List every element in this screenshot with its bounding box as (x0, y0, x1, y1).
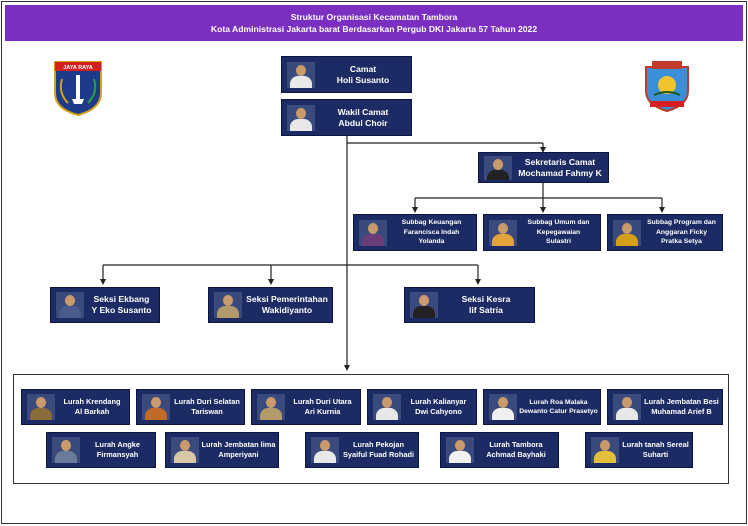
subbag-line3: Pratka Setya (661, 238, 702, 246)
subbag-line2: Anggaran Ficky (656, 228, 707, 236)
wakil-camat-name: Abdul Choir (338, 117, 388, 128)
lurah-name: Achmad Bayhaki (486, 450, 546, 459)
seksi-kesra-photo (410, 292, 438, 318)
lurah-name: Al Barkah (74, 407, 110, 416)
lurah-title: Lurah Roa Malaka (529, 398, 588, 406)
lurah-name: Tariswan (191, 407, 223, 416)
lurah-roa-malaka-box: Lurah Roa Malaka Dewanto Catur Prasetyo (483, 389, 601, 425)
lurah-name: Muhamad Arief B (651, 407, 712, 416)
jakarta-emblem-logo: JAYA RAYA (52, 59, 104, 117)
wakil-camat-photo (287, 104, 315, 131)
header-subtitle: Kota Administrasi Jakarta barat Berdasar… (210, 24, 538, 34)
lurah-photo (142, 394, 170, 420)
lurah-name: Syaiful Fuad Rohadi (342, 450, 415, 459)
lurah-name: Dwi Cahyono (415, 407, 462, 416)
wakil-camat-title: Wakil Camat (337, 106, 389, 117)
lurah-photo (446, 437, 474, 463)
lurah-title: Lurah Jembatan Besi (644, 397, 719, 406)
sekretaris-camat-photo (484, 155, 512, 180)
lurah-title: Lurah Duri Selatan (174, 397, 240, 406)
lurah-photo (373, 394, 401, 420)
subbag-line2: Kepegawaian (536, 228, 581, 236)
subbag-umum-photo (489, 219, 517, 246)
lurah-tanah-sereal-box: Lurah tanah Sereal Suharti (585, 432, 693, 468)
lurah-title: Lurah Duri Utara (293, 397, 352, 406)
subbag-line1: Subbag Umum dan (527, 219, 590, 227)
subbag-line1: Subbag Keuangan (401, 219, 462, 227)
kelurahan-group (13, 374, 729, 484)
subbag-program-box: Subbag Program dan Anggaran Ficky Pratka… (607, 214, 723, 251)
lurah-title: Lurah Tambora (489, 440, 543, 449)
lurah-jembatan-lima-box: Lurah Jembatan lima Amperiyani (165, 432, 279, 468)
lurah-kalianyar-box: Lurah Kalianyar Dwi Cahyono (367, 389, 477, 425)
camat-name: Holi Susanto (336, 74, 390, 85)
seksi-pemerintahan-photo (214, 292, 242, 318)
seksi-ekbang-box: Seksi Ekbang Y Eko Susanto (50, 287, 160, 323)
lurah-name: Firmansyah (96, 450, 139, 459)
camat-photo (287, 61, 315, 88)
lurah-photo (257, 394, 285, 420)
lurah-pekojan-box: Lurah Pekojan Syaiful Fuad Rohadi (305, 432, 419, 468)
lurah-title: Lurah Krendang (63, 397, 121, 406)
jakarta-barat-emblem-logo (642, 59, 692, 113)
lurah-name: Amperiyani (218, 450, 259, 459)
seksi-title: Seksi Ekbang (93, 294, 150, 304)
subbag-umum-box: Subbag Umum dan Kepegawaian Sulastri (483, 214, 601, 251)
lurah-tambora-box: Lurah Tambora Achmad Bayhaki (440, 432, 559, 468)
lurah-duri-utara-box: Lurah Duri Utara Ari Kurnia (251, 389, 361, 425)
lurah-title: Lurah Kalianyar (410, 397, 467, 406)
subbag-line2: Farancisca Indah (403, 228, 460, 236)
lurah-title: Lurah Pekojan (353, 440, 404, 449)
seksi-pemerintahan-box: Seksi Pemerintahan Wakidiyanto (208, 287, 333, 323)
lurah-photo (27, 394, 55, 420)
lurah-krendang-box: Lurah Krendang Al Barkah (21, 389, 130, 425)
sekretaris-camat-name: Mochamad Fahmy K (518, 167, 602, 178)
lurah-name: Suharti (642, 450, 669, 459)
seksi-name: Wakidiyanto (261, 305, 313, 315)
seksi-name: Iif Satria (469, 305, 503, 315)
lurah-photo (613, 394, 641, 420)
camat-box: Camat Holi Susanto (281, 56, 412, 93)
subbag-line1: Subbag Program dan (647, 219, 716, 227)
lurah-title: Lurah Jembatan lima (201, 440, 276, 449)
subbag-program-photo (613, 219, 641, 246)
lurah-photo (311, 437, 339, 463)
seksi-title: Seksi Pemerintahan (246, 294, 328, 304)
lurah-name: Dewanto Catur Prasetyo (519, 408, 598, 415)
seksi-ekbang-photo (56, 292, 84, 318)
lurah-photo (489, 394, 517, 420)
lurah-jembatan-besi-box: Lurah Jembatan Besi Muhamad Arief B (607, 389, 723, 425)
logo-text: JAYA RAYA (63, 65, 93, 71)
subbag-keuangan-photo (359, 219, 387, 246)
seksi-name: Y Eko Susanto (91, 305, 152, 315)
lurah-photo (171, 437, 199, 463)
seksi-title: Seksi Kesra (461, 294, 511, 304)
lurah-photo (591, 437, 619, 463)
subbag-keuangan-box: Subbag Keuangan Farancisca Indah Yolanda (353, 214, 477, 251)
chart-header: Struktur Organisasi Kecamatan Tambora Ko… (5, 5, 743, 41)
lurah-title: Lurah Angke (95, 440, 140, 449)
lurah-name: Ari Kurnia (304, 407, 341, 416)
sekretaris-camat-box: Sekretaris Camat Mochamad Fahmy K (478, 152, 609, 183)
lurah-photo (52, 437, 80, 463)
header-title: Struktur Organisasi Kecamatan Tambora (290, 12, 458, 22)
seksi-kesra-box: Seksi Kesra Iif Satria (404, 287, 535, 323)
lurah-duri-selatan-box: Lurah Duri Selatan Tariswan (136, 389, 245, 425)
subbag-line3: Yolanda (418, 238, 445, 246)
wakil-camat-box: Wakil Camat Abdul Choir (281, 99, 412, 136)
sekretaris-camat-title: Sekretaris Camat (524, 156, 596, 167)
lurah-title: Lurah tanah Sereal (622, 440, 689, 449)
subbag-line3: Sulastri (546, 238, 571, 246)
lurah-angke-box: Lurah Angke Firmansyah (46, 432, 156, 468)
camat-title: Camat (349, 63, 377, 74)
